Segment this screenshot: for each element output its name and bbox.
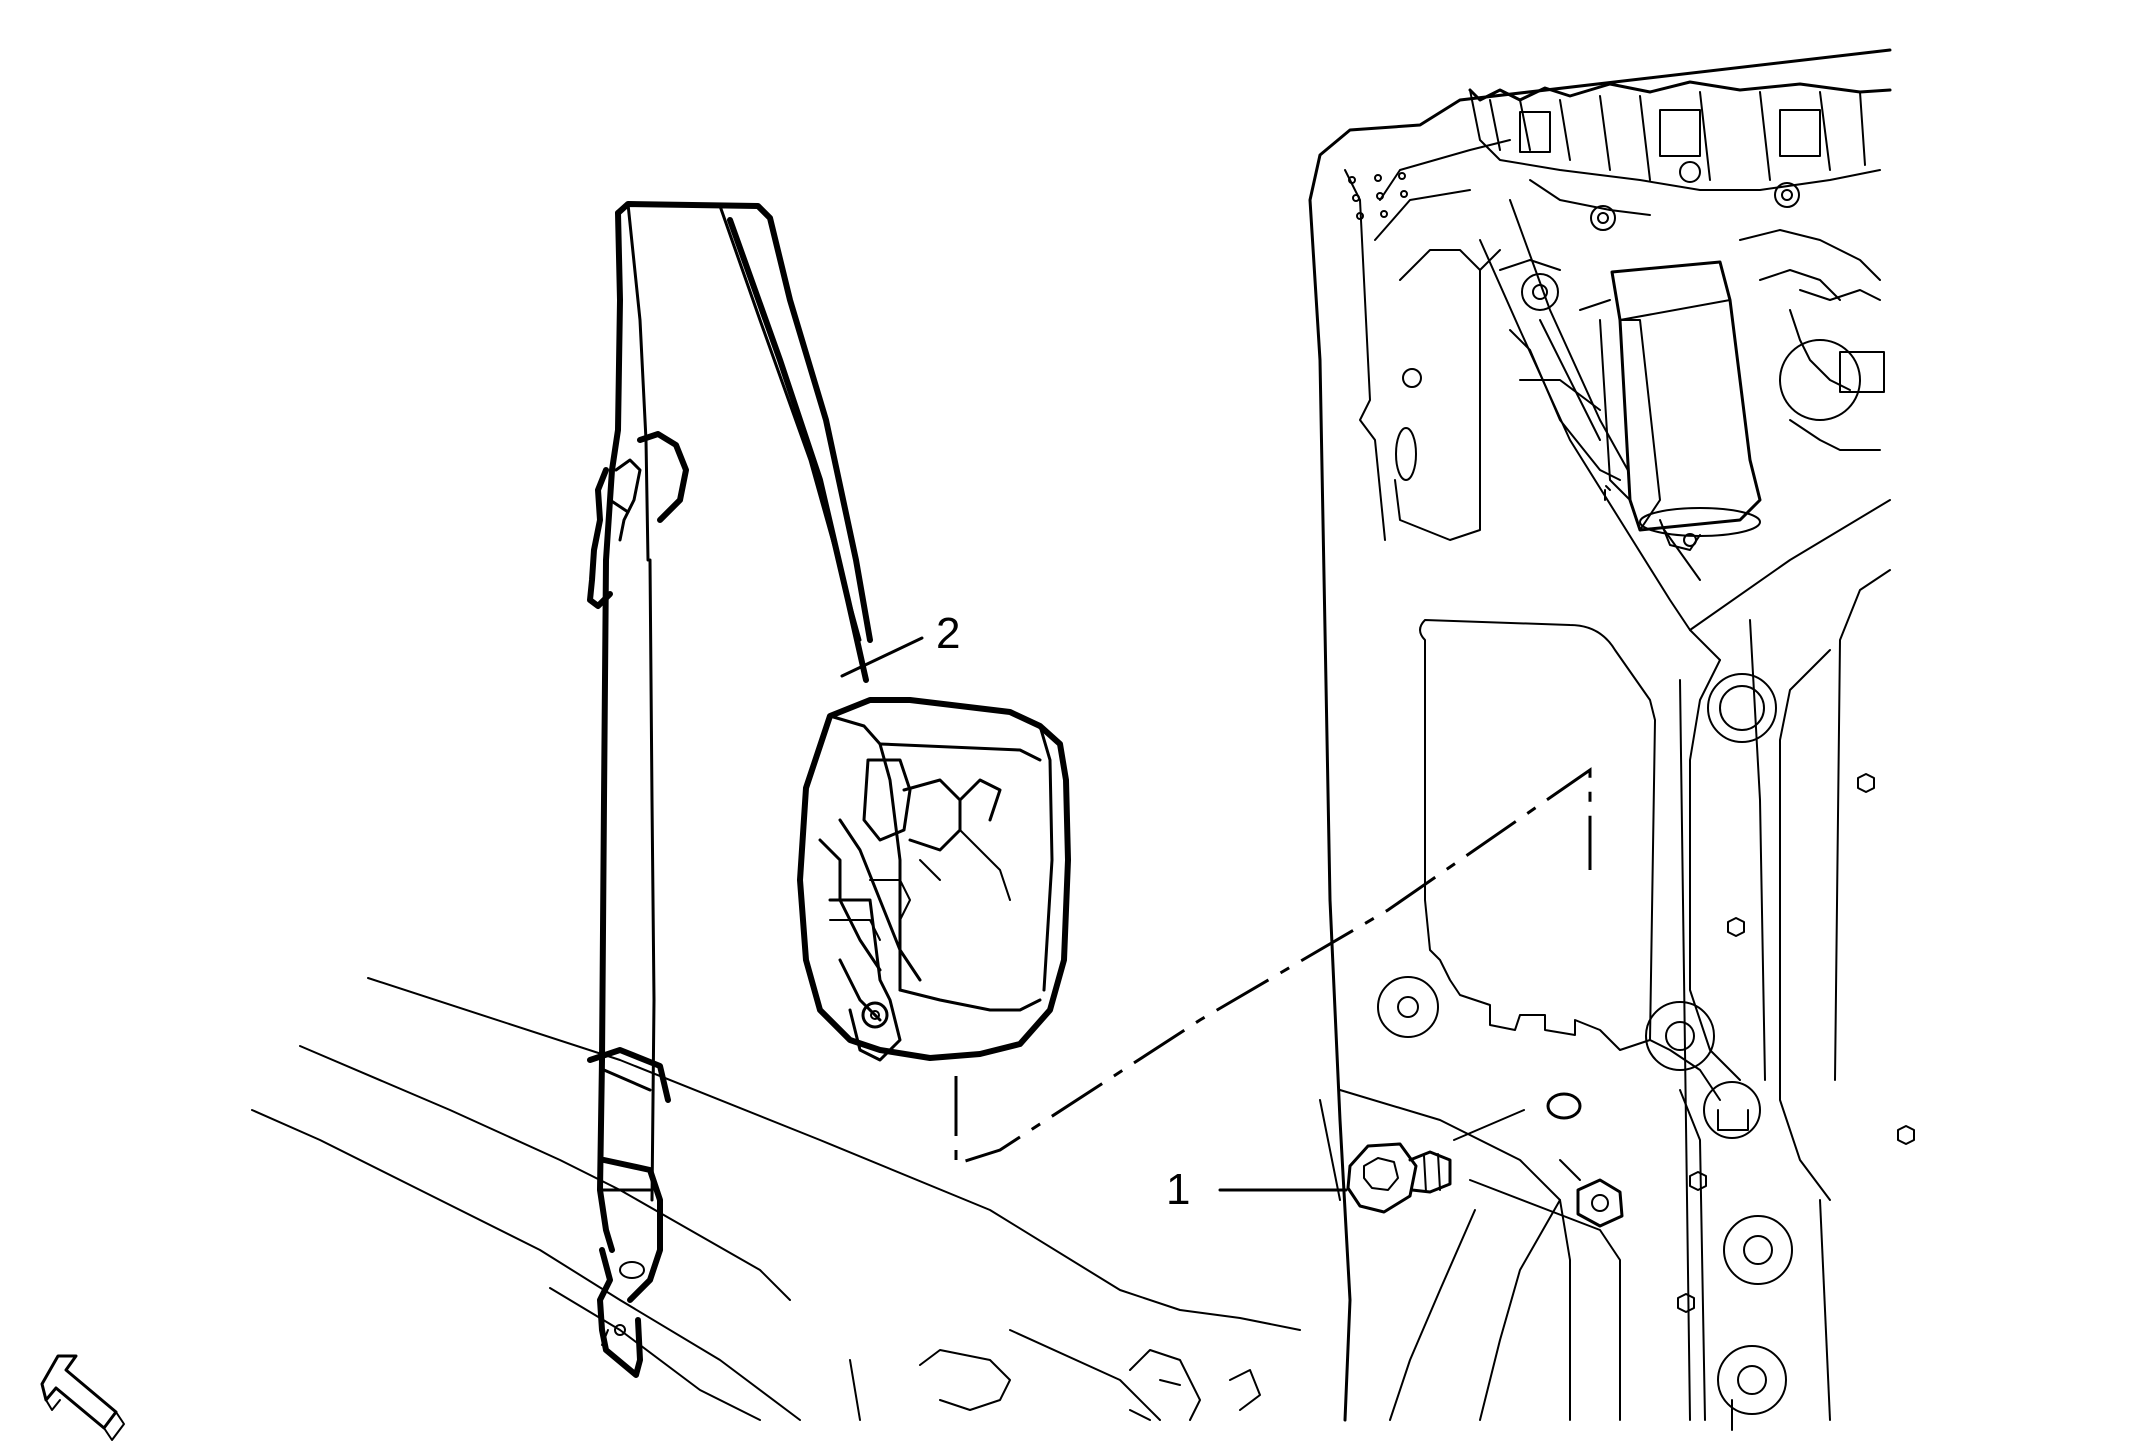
callout-label-2: 2 — [936, 609, 960, 658]
body-pillar-panel — [1308, 48, 1915, 1431]
panel-holes — [1348, 172, 1408, 220]
callout-2-group — [840, 636, 924, 678]
front-direction-arrow-icon — [40, 1354, 125, 1441]
seat-belt-retractor — [797, 697, 1071, 1062]
floor-sill-lines — [251, 977, 1301, 1421]
callout-label-1: 1 — [1166, 1165, 1190, 1214]
power-motor-assembly — [1468, 80, 1892, 551]
seat-belt-webbing — [587, 201, 873, 1378]
installation-path-dashed — [954, 767, 1592, 1167]
fastener-bolt — [1346, 1142, 1452, 1214]
washer — [1453, 1092, 1582, 1141]
anchor-nut — [1559, 1159, 1624, 1228]
